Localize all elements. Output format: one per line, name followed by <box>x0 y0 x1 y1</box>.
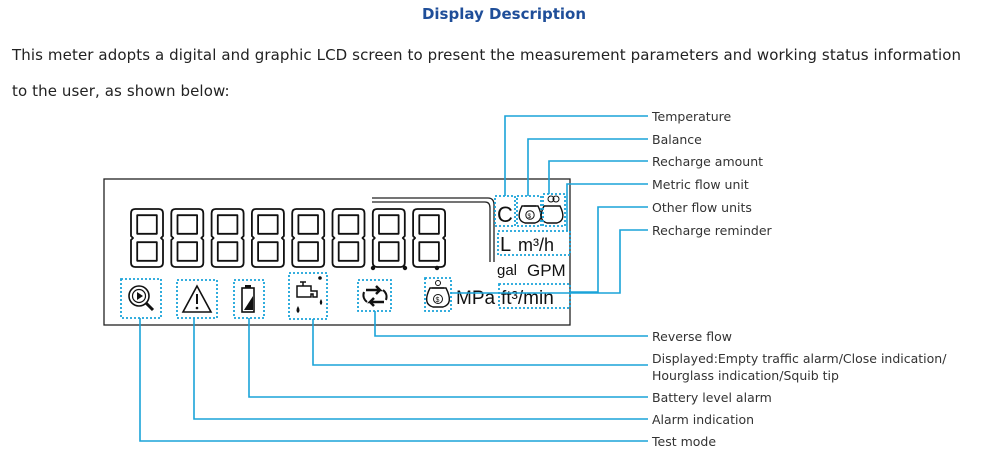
unit-gal: gal <box>497 262 517 279</box>
battery-box <box>233 279 265 319</box>
test-mode-icon <box>128 285 155 312</box>
page-heading: Display Description <box>421 5 587 23</box>
unit-L: L <box>500 234 511 256</box>
alarm-icon <box>181 284 213 313</box>
lcd-digits <box>130 208 446 271</box>
recharge-amount-icon <box>540 195 564 224</box>
metric-flow-box <box>497 230 571 256</box>
label-alarm-indication: Alarm indication <box>652 412 754 427</box>
label-temperature: Temperature <box>651 109 731 124</box>
label-displayed-line1: Displayed:Empty traffic alarm/Close indi… <box>652 351 947 366</box>
label-displayed-line2: Hourglass indication/Squib tip <box>652 368 839 383</box>
digit-bracket <box>372 197 495 262</box>
balance-icon: $ <box>518 205 542 224</box>
unit-mpa: MPa <box>456 288 496 309</box>
test-mode-box <box>120 278 162 319</box>
decimal-point <box>402 265 408 271</box>
unit-gpm: GPM <box>527 261 566 280</box>
recharge-reminder-box <box>424 277 452 312</box>
label-test-mode: Test mode <box>651 434 716 449</box>
recharge-amount-box <box>542 193 566 227</box>
label-recharge-reminder: Recharge reminder <box>652 223 773 238</box>
lcd-digit <box>331 208 366 268</box>
svg-text:$: $ <box>528 213 532 220</box>
label-recharge-amount: Recharge amount <box>652 154 763 169</box>
lcd-digit <box>291 208 326 268</box>
description-paragraph: This meter adopts a digital and graphic … <box>12 46 962 100</box>
recharge-reminder-icon: $ <box>425 280 451 308</box>
lcd-digit <box>170 208 205 268</box>
alarm-box <box>176 279 218 319</box>
label-other-flow-units: Other flow units <box>652 200 752 215</box>
tap-box <box>288 272 328 320</box>
label-metric-flow-unit: Metric flow unit <box>652 177 749 192</box>
battery-icon <box>241 285 255 313</box>
label-balance: Balance <box>652 132 702 147</box>
lcd-digit <box>130 208 164 268</box>
unit-m3h: m³/h <box>518 235 554 255</box>
callout-lines <box>139 115 648 442</box>
temperature-unit: C <box>497 202 513 227</box>
label-battery-level-alarm: Battery level alarm <box>652 390 772 405</box>
reverse-flow-icon <box>362 285 388 307</box>
decimal-point <box>370 265 376 271</box>
tap-icon <box>296 276 323 313</box>
lcd-digit <box>412 208 446 268</box>
balance-box <box>516 195 542 227</box>
lcd-digit <box>371 208 406 268</box>
decimal-point <box>434 265 440 271</box>
lcd-digit <box>251 208 285 268</box>
label-reverse-flow: Reverse flow <box>652 329 732 344</box>
lcd-digit <box>210 208 245 268</box>
svg-text:$: $ <box>436 297 440 304</box>
unit-ft3min: ft³/min <box>501 288 554 309</box>
other-flow-box <box>498 283 571 309</box>
